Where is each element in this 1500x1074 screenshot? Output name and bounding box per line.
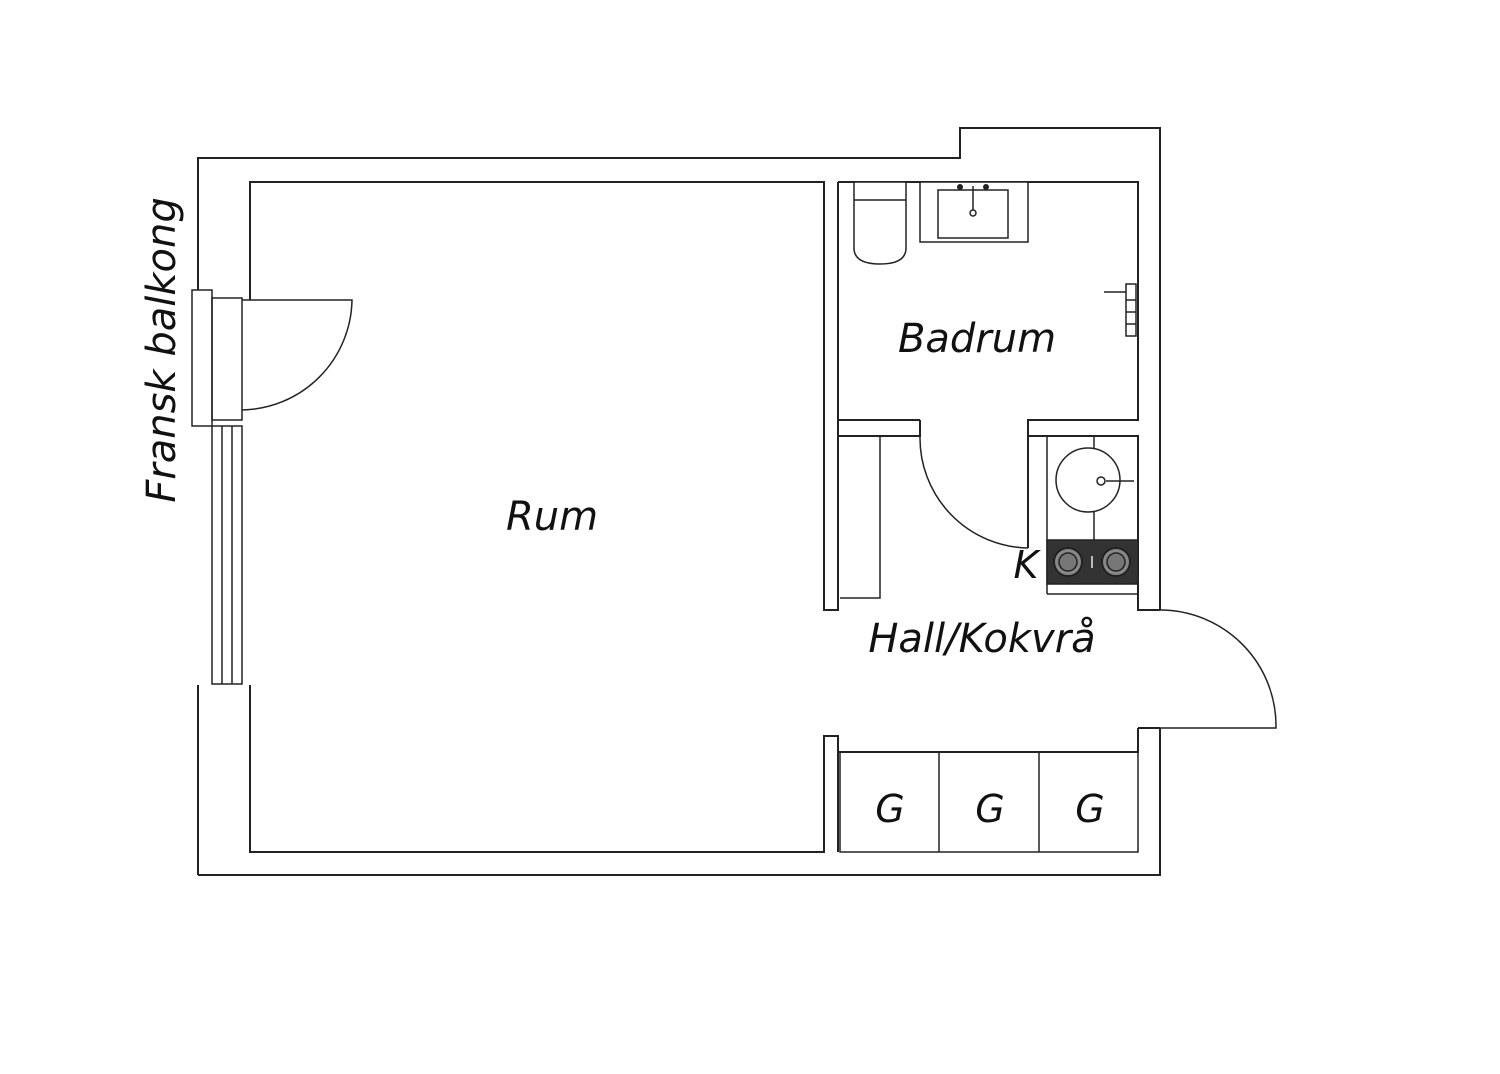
balcony-door: [191, 289, 353, 685]
closets: [839, 751, 1139, 853]
closet-label: G: [975, 787, 1004, 831]
label-kitchen: K: [1014, 543, 1042, 587]
room-label-rum: Rum: [506, 494, 598, 540]
kitchen-sink-icon: [1046, 436, 1134, 594]
towel-rail-icon: [1104, 283, 1137, 337]
hall-wardrobe: [840, 435, 881, 599]
outer-wall: [197, 127, 1161, 876]
label-balcony: Fransk balkong: [139, 197, 185, 502]
bathroom-door-swing: [919, 435, 1029, 549]
entrance-door-swing: [1159, 609, 1277, 729]
room-label-badrum: Badrum: [898, 316, 1056, 362]
sink-icon: [919, 181, 1029, 243]
toilet-icon: [853, 181, 907, 265]
rum-inner-wall: [249, 181, 839, 853]
stove-icon: [1046, 539, 1139, 595]
room-label-hall: Hall/Kokvrå: [868, 616, 1095, 662]
closet-label: G: [1075, 787, 1104, 831]
closet-label: G: [875, 787, 904, 831]
door-swing-icon: [241, 299, 353, 411]
